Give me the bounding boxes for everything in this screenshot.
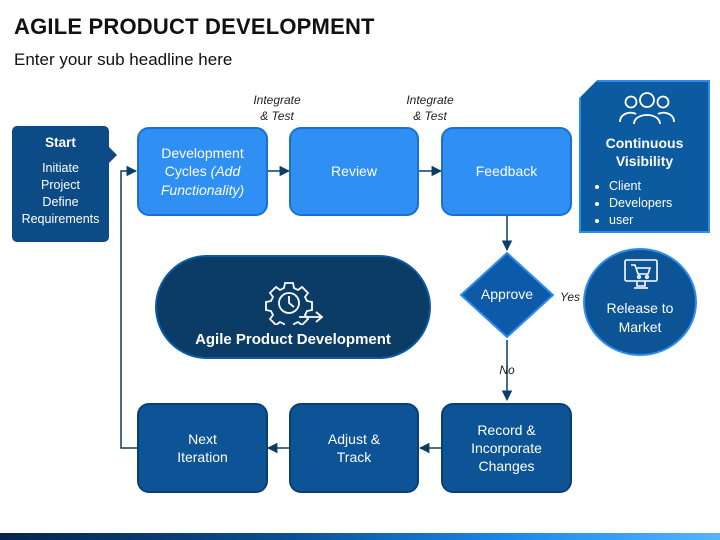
feedback-box: Feedback	[441, 127, 572, 216]
page-subtitle: Enter your sub headline here	[14, 50, 233, 69]
yes-label: Yes	[559, 290, 580, 304]
integrate-test-label-1: Integrate& Test	[253, 93, 301, 124]
gear-clock-icon	[265, 282, 324, 325]
visibility-list: Client Developers user	[595, 178, 672, 229]
arrow-loop-back	[120, 165, 138, 449]
start-heading: Start	[45, 135, 76, 150]
list-item: Client	[609, 178, 672, 195]
adjust-track-box: Adjust &Track	[289, 403, 419, 493]
footer-band	[0, 533, 720, 540]
start-box: Start Initiate Project Define Requiremen…	[12, 126, 109, 242]
agile-product-development-badge: Agile Product Development	[155, 255, 431, 359]
start-pointer	[109, 147, 117, 163]
approve-decision	[459, 251, 555, 339]
start-line: Initiate	[42, 161, 79, 176]
integrate-test-label-2: Integrate& Test	[406, 93, 454, 124]
monitor-cart-icon	[624, 259, 658, 289]
no-label: No	[499, 363, 515, 377]
center-label: Agile Product Development	[195, 331, 391, 348]
review-box: Review	[289, 127, 419, 216]
list-item: Developers	[609, 195, 672, 212]
approve-label: Approve	[480, 286, 534, 302]
list-item: user	[609, 212, 672, 229]
page-title: AGILE PRODUCT DEVELOPMENT	[14, 14, 375, 39]
start-line: Project	[41, 178, 80, 193]
start-line: Define	[42, 194, 79, 209]
users-icon	[619, 92, 675, 125]
start-line: Requirements	[21, 211, 100, 226]
